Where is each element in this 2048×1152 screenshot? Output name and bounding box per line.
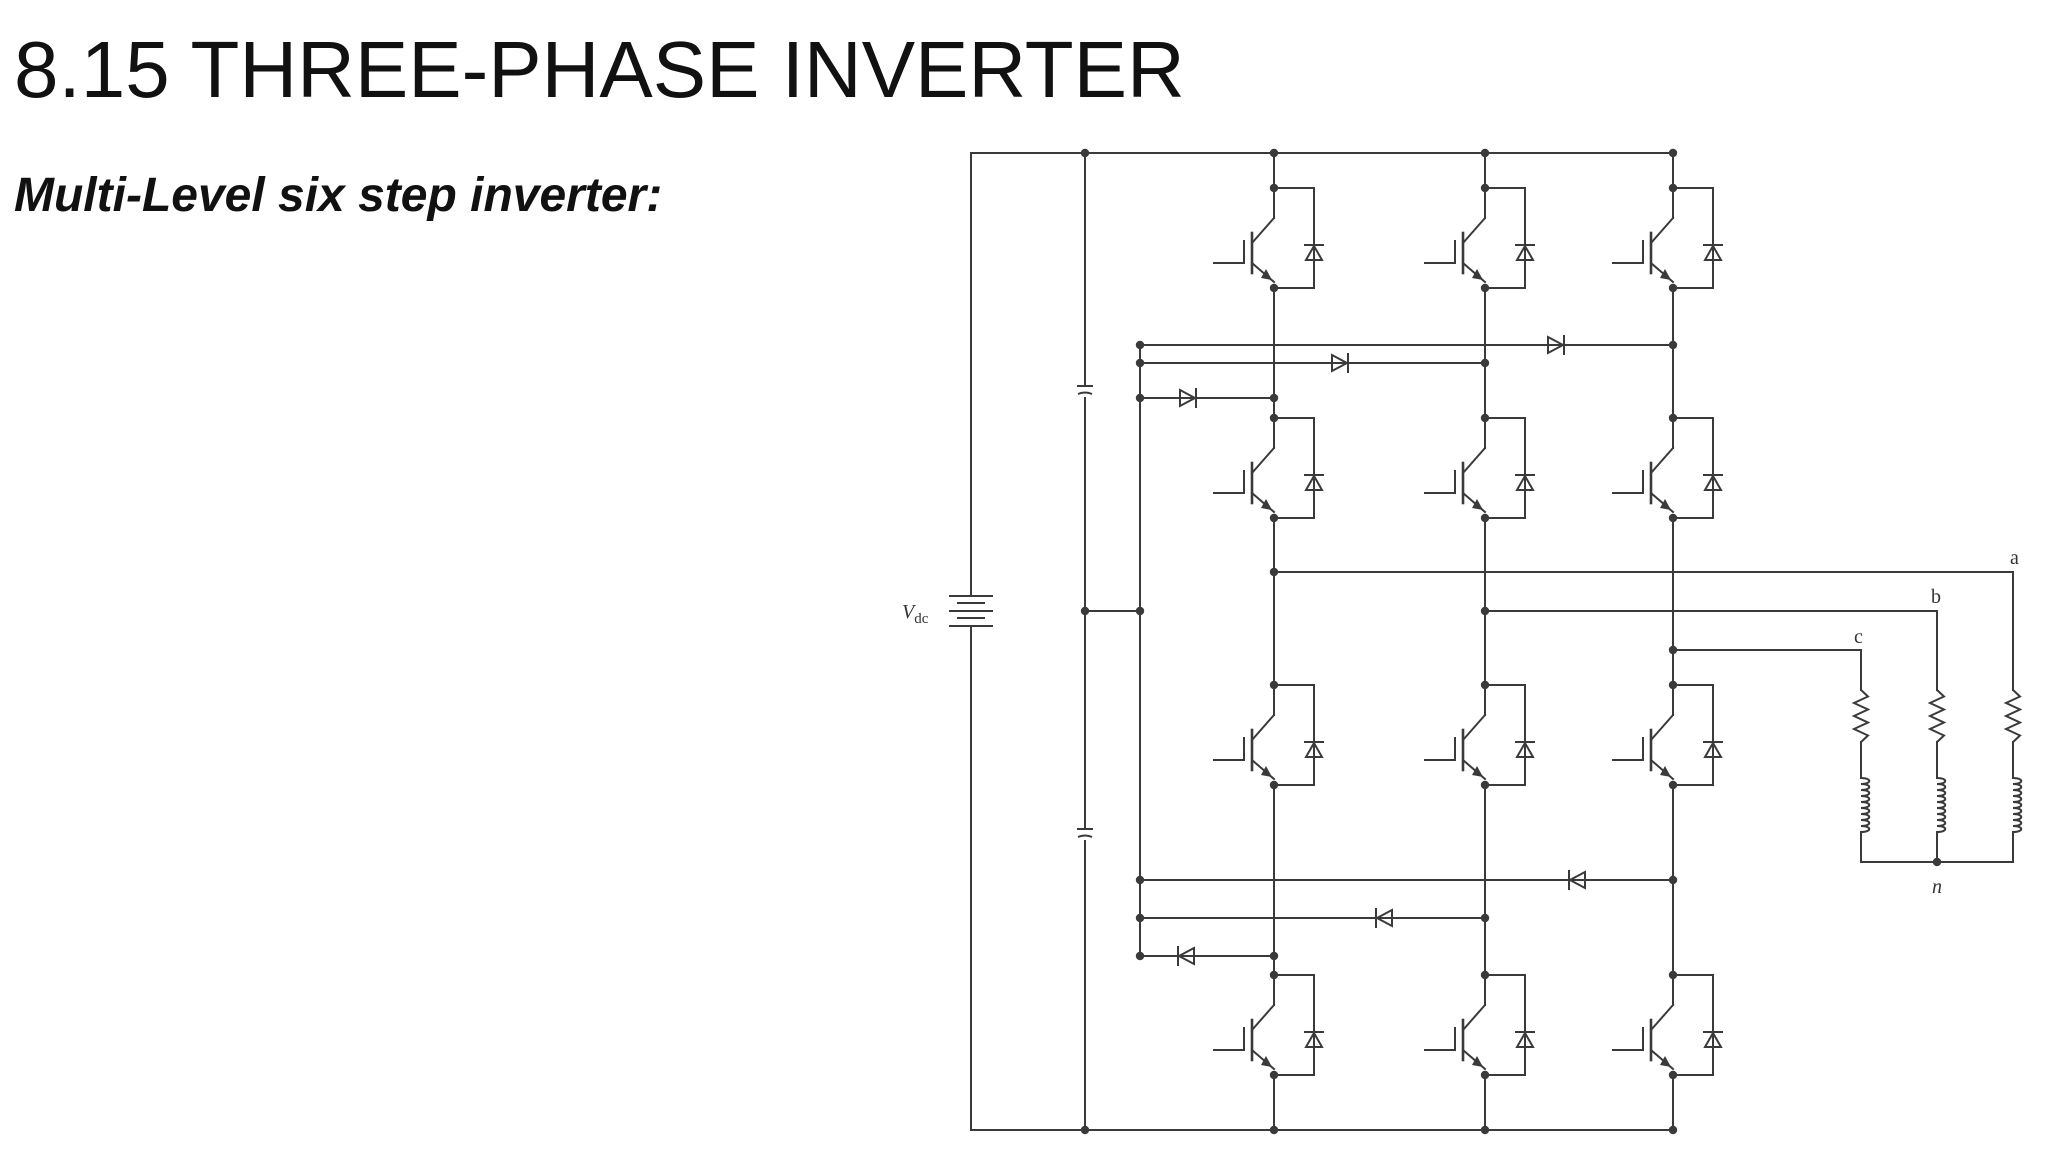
phase-b-label: b [1931,586,1941,608]
junction-dot [1668,780,1678,790]
junction-dot [1668,513,1678,523]
circuit-wires [970,152,2014,1131]
junction-dot [1480,358,1490,368]
junction-dot [1135,606,1145,616]
slide-title: 8.15 THREE-PHASE INVERTER [14,25,1185,114]
load-inductor-c [1860,777,1871,833]
switch-S1b [1424,187,1535,289]
junction-dot [1135,358,1145,368]
load-resistor-a [2003,689,2023,743]
junction-dot [1668,283,1678,293]
junction-dot [1135,393,1145,403]
junction-dot [1668,148,1678,158]
junction-dot [1480,513,1490,523]
switch-S4b [1424,974,1535,1076]
junction-dot [1269,970,1279,980]
junction-dot [1480,913,1490,923]
phase-a-label: a [2010,547,2019,569]
vdc-label: Vdc [902,601,929,627]
junction-dot [1269,951,1279,961]
junction-dot [1269,283,1279,293]
load-resistor-b [1927,689,1947,743]
neutral-label: n [1932,876,1942,898]
junction-dot [1269,780,1279,790]
switch-S3a [1213,684,1324,786]
junction-dot [1269,567,1279,577]
junction-dot [1480,183,1490,193]
switch-S2b [1424,417,1535,519]
junction-dot [1668,183,1678,193]
junction-dot [1080,1125,1090,1135]
junction-dot [1480,606,1490,616]
junction-dot [1269,680,1279,690]
clamp-diode-b-bottom [1374,908,1393,928]
junction-dot [1269,513,1279,523]
junction-dot [1269,1070,1279,1080]
switch-S1c [1612,187,1723,289]
junction-dot [1668,875,1678,885]
junction-dot [1480,780,1490,790]
slide-subtitle: Multi-Level six step inverter: [14,169,663,222]
junction-dot [1668,680,1678,690]
junction-dot [1269,393,1279,403]
junction-dot [1668,970,1678,980]
junction-dot [1668,413,1678,423]
clamp-diode-c-bottom [1567,870,1586,890]
load-inductor-a [2012,777,2023,833]
junction-dot [1480,970,1490,980]
junction-dot [1080,148,1090,158]
junction-dot [1135,951,1145,961]
junction-dot [1480,680,1490,690]
junction-dot [1269,1125,1279,1135]
clamp-diode-a-top [1179,388,1198,408]
junction-dot [1932,857,1942,867]
junction-dot [1135,340,1145,350]
switch-S2c [1612,417,1723,519]
switch-S2a [1213,417,1324,519]
junction-dot [1269,183,1279,193]
junction-dot [1269,413,1279,423]
dc-link-capacitor-bottom [1077,828,1093,838]
dc-source-battery [949,595,993,627]
junction-dot [1480,1070,1490,1080]
clamp-diode-a-bottom [1176,946,1195,966]
switch-S3b [1424,684,1535,786]
junction-dot [1269,148,1279,158]
phase-c-label: c [1854,626,1863,648]
junction-dot [1668,1125,1678,1135]
junction-dot [1480,283,1490,293]
switch-S4c [1612,974,1723,1076]
junction-dot [1480,413,1490,423]
dc-link-capacitor-top [1077,385,1093,395]
load-inductor-b [1936,777,1947,833]
load-resistor-c [1851,689,1871,743]
switch-S4a [1213,974,1324,1076]
circuit-devices [949,187,2023,1076]
junction-dot [1480,148,1490,158]
junction-dot [1668,645,1678,655]
junction-dot [1480,1125,1490,1135]
clamp-diode-c-top [1547,335,1566,355]
junction-dot [1135,875,1145,885]
junction-dot [1080,606,1090,616]
switch-S3c [1612,684,1723,786]
clamp-diode-b-top [1331,353,1350,373]
junction-dot [1668,1070,1678,1080]
junction-dot [1668,340,1678,350]
circuit-nodes [1080,148,1942,1135]
junction-dot [1135,913,1145,923]
switch-S1a [1213,187,1324,289]
